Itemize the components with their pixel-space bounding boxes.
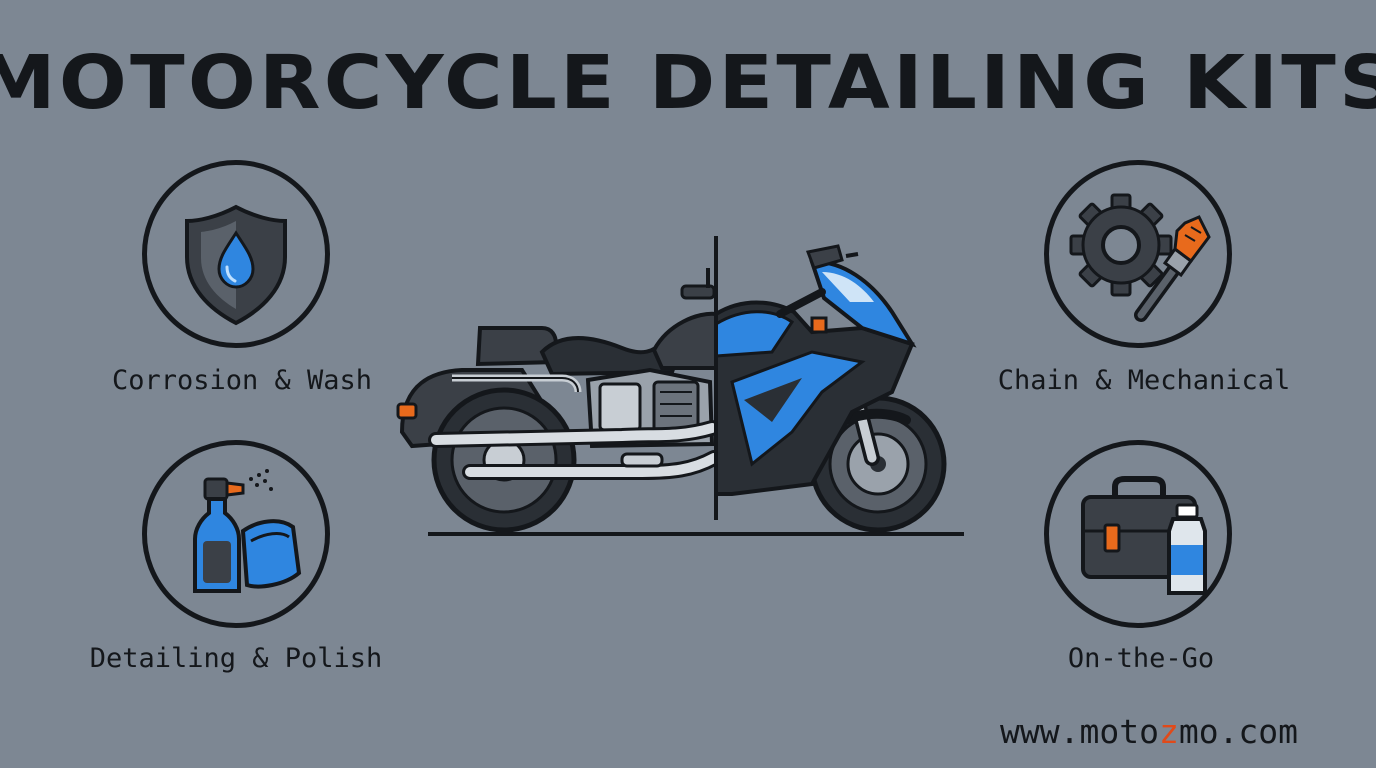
cruiser-sportbike-split-icon <box>396 236 964 536</box>
website-prefix: www.moto <box>1000 712 1159 751</box>
website-highlight: z <box>1158 712 1179 751</box>
page-title: MOTORCYCLE DETAILING KITS <box>0 40 1376 126</box>
on-the-go-badge <box>1044 440 1232 628</box>
corrosion-wash-label: Corrosion & Wash <box>111 365 373 396</box>
on-the-go-label: On-the-Go <box>1067 643 1215 674</box>
chain-mechanical-badge <box>1044 160 1232 348</box>
detailing-polish-label: Detailing & Polish <box>89 643 383 674</box>
spray-bottle-cloth-icon <box>193 469 302 593</box>
corrosion-wash-badge <box>142 160 330 348</box>
chain-mechanical-label: Chain & Mechanical <box>997 365 1291 396</box>
gear-brush-icon <box>1069 193 1211 322</box>
shield-water-drop-icon <box>185 204 287 326</box>
bag-bottle-icon <box>1081 476 1207 595</box>
website-suffix: mo.com <box>1178 712 1299 751</box>
website-url[interactable]: www.motozmo.com <box>1000 712 1298 751</box>
detailing-polish-badge <box>142 440 330 628</box>
